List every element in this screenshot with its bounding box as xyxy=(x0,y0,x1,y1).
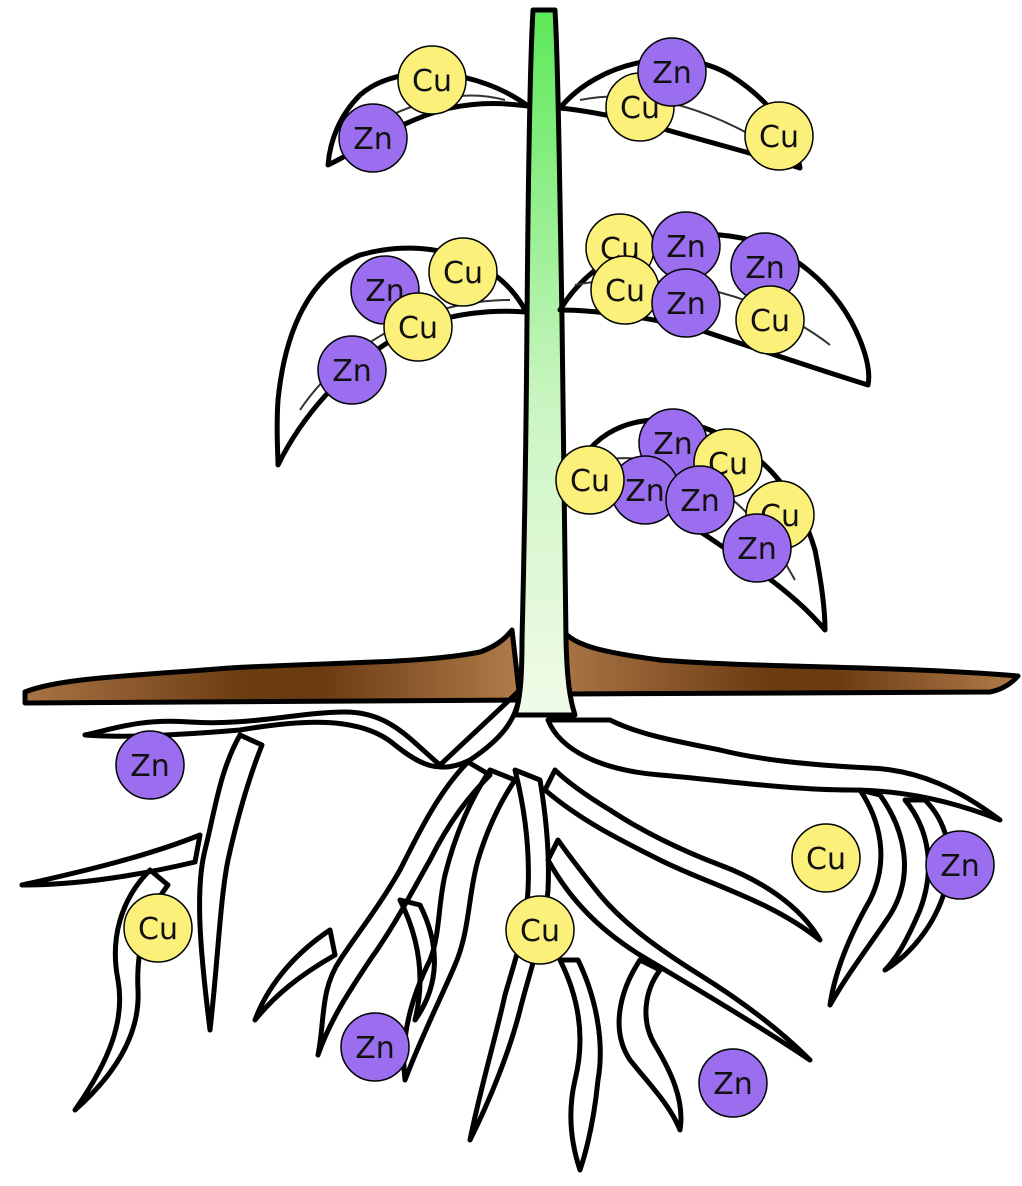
zinc-ion-marker: Zn xyxy=(116,731,184,799)
copper-ion-marker: Cu xyxy=(792,824,860,892)
zinc-ion-marker: Zn xyxy=(318,336,386,404)
zinc-ion-marker: Zn xyxy=(638,38,706,106)
ion-label: Zn xyxy=(713,1067,753,1102)
ion-label: Cu xyxy=(398,311,438,346)
ion-label: Zn xyxy=(332,354,372,389)
copper-ion-marker: Cu xyxy=(506,896,574,964)
ion-label: Zn xyxy=(737,532,777,567)
ion-label: Zn xyxy=(940,849,980,884)
zinc-ion-marker: Zn xyxy=(652,269,720,337)
copper-ion-marker: Cu xyxy=(124,894,192,962)
ion-label: Zn xyxy=(353,122,393,157)
zinc-ion-marker: Zn xyxy=(926,831,994,899)
ion-label: Cu xyxy=(520,914,560,949)
ion-label: Cu xyxy=(570,464,610,499)
ion-label: Zn xyxy=(355,1031,395,1066)
copper-ion-marker: Cu xyxy=(736,286,804,354)
ion-label: Zn xyxy=(625,474,665,509)
ion-label: Zn xyxy=(652,56,692,91)
ion-label: Cu xyxy=(443,256,483,291)
ion-label: Zn xyxy=(745,251,785,286)
ion-label: Cu xyxy=(138,912,178,947)
copper-ion-marker: Cu xyxy=(429,238,497,306)
stem xyxy=(515,10,575,715)
ion-label: Cu xyxy=(412,64,452,99)
ion-label: Zn xyxy=(680,484,720,519)
ion-label: Cu xyxy=(750,304,790,339)
zinc-ion-marker: Zn xyxy=(699,1049,767,1117)
copper-ion-marker: Cu xyxy=(384,293,452,361)
zinc-ion-marker: Zn xyxy=(339,104,407,172)
zinc-ion-marker: Zn xyxy=(666,466,734,534)
ion-label: Cu xyxy=(605,274,645,309)
zinc-ion-marker: Zn xyxy=(341,1013,409,1081)
copper-ion-marker: Cu xyxy=(591,256,659,324)
zinc-ion-marker: Zn xyxy=(723,514,791,582)
copper-ion-marker: Cu xyxy=(556,446,624,514)
ion-label: Cu xyxy=(759,120,799,155)
ion-label: Zn xyxy=(666,230,706,265)
ion-label: Zn xyxy=(666,287,706,322)
soil-layer-right xyxy=(564,632,1018,694)
copper-ion-marker: Cu xyxy=(398,46,466,114)
copper-ion-marker: Cu xyxy=(745,102,813,170)
soil-layer xyxy=(25,630,520,703)
ion-label: Zn xyxy=(130,749,170,784)
ion-label: Zn xyxy=(653,427,693,462)
ion-label: Cu xyxy=(806,842,846,877)
